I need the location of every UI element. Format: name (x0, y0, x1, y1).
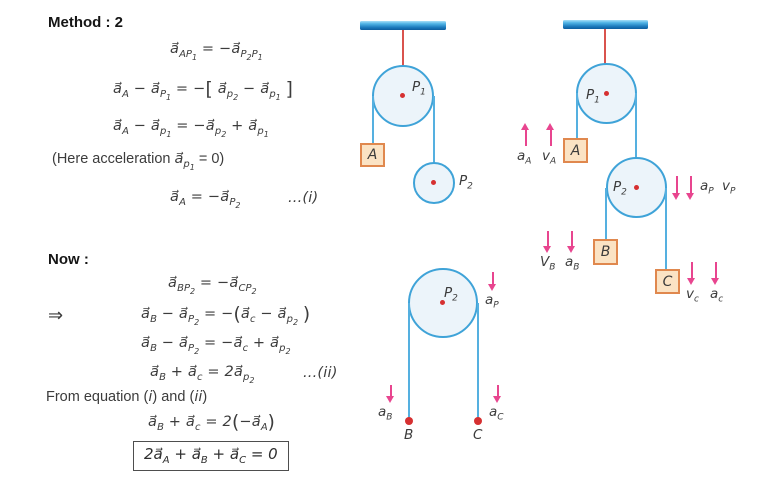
rope-to-block-c (665, 188, 667, 269)
pulley-p1-label: P1 (586, 87, 600, 106)
rope-to-pulley-p2 (635, 93, 637, 188)
pulley-p2-label: P2 (444, 285, 458, 304)
down-arrow-icon (493, 385, 502, 403)
down-arrow-icon (386, 385, 395, 403)
equation-paren-form: a⃗B − a⃗P2 = −(a⃗c − a⃗p2 ) (141, 304, 311, 328)
equation-result: a⃗A = −a⃗P2 (170, 189, 241, 210)
down-arrow-icon (687, 262, 696, 285)
method-title: Method : 2 (48, 14, 123, 31)
rope-to-block-a (372, 96, 374, 143)
ref-i: ...(i) (288, 190, 319, 206)
down-arrow-icon (686, 176, 695, 200)
vel-p-label: vP (722, 178, 736, 197)
pulley-p2-axle-dot (634, 185, 639, 190)
equation-expanded-2: a⃗B − a⃗P2 = −a⃗c + a⃗p2 (141, 335, 291, 356)
down-arrow-icon (488, 272, 497, 291)
now-title: Now : (48, 251, 89, 268)
equation-relative-ap1: a⃗AP1 = −a⃗P2P1 (170, 41, 263, 62)
support-rope (402, 30, 404, 96)
accel-b-label: aB (565, 254, 580, 273)
note-here-acceleration: (Here acceleration a⃗p1 = 0) (52, 151, 225, 172)
accel-c-label: aC (489, 404, 504, 423)
vel-c-label: vc (686, 286, 699, 305)
accel-a-label: aA (517, 148, 532, 167)
pulley-p1-axle-dot (400, 93, 405, 98)
rope-to-block-a (576, 93, 578, 138)
block-a: A (563, 138, 588, 163)
implies-arrow: ⇒ (48, 305, 64, 326)
boxed-final-equation: 2a⃗A + a⃗B + a⃗C = 0 (133, 441, 289, 471)
pulley-p2-axle-dot (431, 180, 436, 185)
equation-sum: a⃗B + a⃗c = 2a⃗p2 (150, 364, 255, 385)
from-equation-line: From equation (i) and (ii) (46, 389, 208, 405)
up-arrow-icon (546, 123, 555, 146)
vel-a-label: vA (542, 148, 557, 167)
down-arrow-icon (567, 231, 576, 253)
accel-b-label: aB (378, 404, 393, 423)
ceiling-bar (360, 21, 446, 30)
block-b: B (593, 239, 618, 265)
rope-to-block-b (605, 188, 607, 239)
rope-to-pulley-p2 (433, 96, 435, 183)
accel-p-label: aP (485, 292, 499, 311)
down-arrow-icon (711, 262, 720, 285)
up-arrow-icon (521, 123, 530, 146)
pulley-p2-label: P2 (613, 179, 627, 198)
block-c: C (655, 269, 680, 294)
support-rope (604, 29, 606, 93)
down-arrow-icon (672, 176, 681, 200)
pulley-p1-label: P1 (412, 79, 426, 98)
vel-b-label: VB (540, 254, 556, 273)
point-b-dot (405, 417, 413, 425)
pulley-p2-label: P2 (459, 173, 473, 192)
ceiling-bar (563, 20, 648, 29)
equation-relative-bp2: a⃗BP2 = −a⃗CP2 (168, 275, 257, 296)
pulley-p2-axle-dot (440, 300, 445, 305)
point-c-label: C (473, 427, 483, 443)
equation-combined: a⃗B + a⃗c = 2(−a⃗A) (148, 412, 276, 434)
rope-to-point-b (408, 303, 410, 421)
rope-to-point-c (477, 303, 479, 421)
accel-c-label: ac (710, 286, 724, 305)
down-arrow-icon (543, 231, 552, 253)
accel-p-label: aP (700, 178, 714, 197)
point-c-dot (474, 417, 482, 425)
pulley-p1-axle-dot (604, 91, 609, 96)
ref-ii: ...(ii) (303, 365, 338, 381)
point-b-label: B (404, 427, 414, 443)
block-a: A (360, 143, 385, 167)
equation-expanded: a⃗A − a⃗p1 = −a⃗p2 + a⃗p1 (113, 118, 269, 139)
equation-bracket-form: a⃗A − a⃗P1 = −[ a⃗p2 − a⃗p1 ] (113, 79, 294, 103)
